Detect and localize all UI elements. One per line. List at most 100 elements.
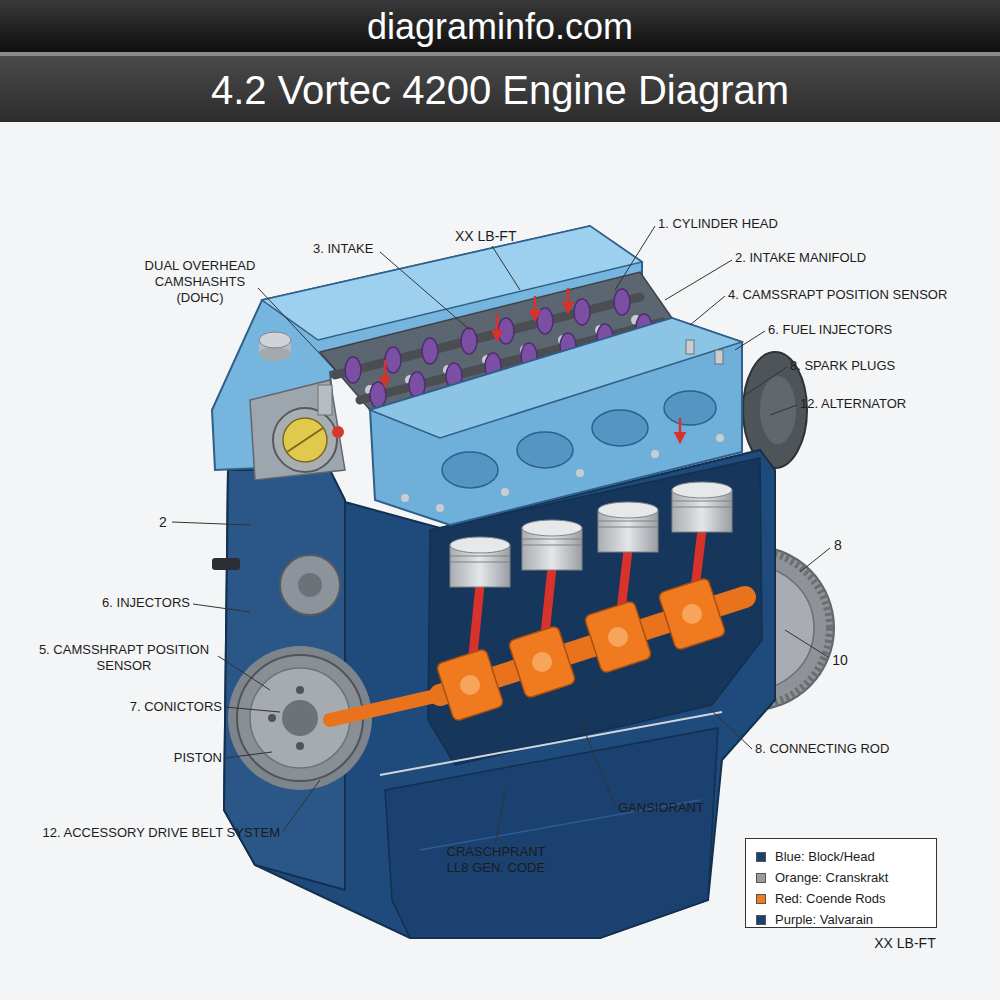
cam-lobe bbox=[537, 308, 553, 334]
legend-text: Blue: Block/Head bbox=[775, 849, 875, 864]
crankshaft bbox=[584, 600, 652, 673]
leader-line bbox=[218, 656, 270, 690]
piston bbox=[672, 482, 732, 498]
front-cylinder-head bbox=[370, 318, 742, 525]
oil-filler-cap bbox=[259, 332, 291, 361]
legend-swatch bbox=[756, 915, 766, 925]
part-label: 6. FUEL INJECTORS bbox=[768, 322, 892, 338]
leader-line bbox=[225, 752, 272, 758]
part-label: CRASCHPRANT LL8 GEN. CODE bbox=[440, 844, 552, 876]
flow-arrow bbox=[567, 288, 570, 308]
cam-lobe bbox=[574, 299, 590, 325]
leader-line bbox=[193, 604, 250, 612]
cam-lobe bbox=[370, 382, 386, 408]
leader-line bbox=[690, 296, 725, 325]
leader-line bbox=[580, 720, 615, 806]
leader-line bbox=[492, 246, 520, 290]
part-label: 8. CONNECTING ROD bbox=[755, 741, 889, 757]
crankshaft bbox=[658, 577, 726, 650]
front-cylinder-head bbox=[592, 410, 648, 446]
legend-text: Red: Coende Rods bbox=[775, 891, 886, 906]
front-cylinder-head bbox=[370, 318, 742, 525]
front-cylinder-head bbox=[436, 504, 444, 512]
throttle-body bbox=[318, 385, 332, 415]
front-cylinder-head bbox=[401, 494, 409, 502]
alternator bbox=[760, 376, 796, 444]
flow-arrow bbox=[384, 360, 387, 382]
piston bbox=[450, 537, 510, 553]
leader-line bbox=[615, 226, 655, 290]
callout-number: 10 bbox=[832, 652, 848, 668]
header-band bbox=[0, 56, 1000, 122]
front-cylinder-head bbox=[517, 432, 573, 468]
front-cylinder-head bbox=[716, 434, 724, 442]
crankshaft bbox=[532, 652, 552, 672]
leader-line bbox=[496, 790, 505, 842]
leader-line bbox=[258, 288, 335, 370]
part-label: 8. SPARK PLUGS bbox=[790, 358, 895, 374]
legend-row: Red: Coende Rods bbox=[756, 888, 936, 909]
torque-note: XX LB-FT bbox=[874, 935, 935, 951]
piston bbox=[672, 501, 732, 507]
part-label: PISTON bbox=[174, 750, 222, 766]
engine-block bbox=[224, 450, 775, 938]
leader-line bbox=[172, 226, 830, 842]
throttle-body bbox=[273, 385, 344, 472]
cam-lobe bbox=[498, 318, 514, 344]
rear-cylinder-head bbox=[250, 380, 345, 480]
front-cylinder-head bbox=[664, 391, 716, 425]
front-cylinder-head bbox=[686, 340, 694, 354]
crankshaft bbox=[508, 625, 576, 698]
part-label: 3. INTAKE bbox=[313, 241, 373, 257]
part-label: 12. ACCESSORY DRIVE BELT SYSTEM bbox=[43, 825, 280, 841]
part-label: DUAL OVERHEAD CAMSHASHTS (DOHC) bbox=[138, 258, 263, 306]
legend-swatch bbox=[756, 852, 766, 862]
header-band bbox=[0, 52, 1000, 56]
legend-text: Orange: Cranskrakt bbox=[775, 870, 888, 885]
legend-row: Purple: Valvarain bbox=[756, 909, 936, 930]
leader-line bbox=[172, 522, 250, 525]
piston bbox=[522, 539, 582, 545]
crank-pulley bbox=[296, 742, 304, 750]
engine-block bbox=[380, 712, 722, 775]
callout-number: 2 bbox=[159, 514, 167, 530]
cam-lobe bbox=[385, 347, 401, 373]
cam-lobe bbox=[461, 328, 477, 354]
header-band bbox=[0, 0, 1000, 122]
throttle-body bbox=[287, 428, 323, 452]
legend-swatch bbox=[756, 894, 766, 904]
piston bbox=[450, 556, 510, 562]
torque-note: XX LB-FT bbox=[455, 228, 516, 244]
leader-line bbox=[785, 630, 828, 657]
leader-line bbox=[225, 707, 280, 712]
leader-line bbox=[735, 331, 765, 350]
flow-arrow bbox=[679, 418, 682, 438]
flow-arrow bbox=[385, 288, 680, 438]
leader-line bbox=[800, 548, 830, 572]
throttle-body bbox=[273, 408, 337, 472]
leader-line bbox=[665, 260, 732, 300]
crankshaft bbox=[330, 695, 440, 720]
piston bbox=[522, 520, 582, 536]
crankshaft bbox=[436, 648, 504, 721]
flow-arrow bbox=[534, 296, 537, 316]
crank-pulley bbox=[268, 714, 276, 722]
front-cover bbox=[280, 555, 340, 615]
crankshaft bbox=[460, 675, 480, 695]
legend-row: Orange: Cranskrakt bbox=[756, 867, 936, 888]
crankshaft bbox=[682, 604, 702, 624]
cam-lobe bbox=[345, 357, 361, 383]
front-cylinder-head bbox=[715, 350, 723, 364]
oil-filler-cap bbox=[259, 347, 291, 361]
legend-row: Blue: Block/Head bbox=[756, 846, 936, 867]
part-label: 12. ALTERNATOR bbox=[800, 396, 906, 412]
leader-line bbox=[690, 690, 752, 749]
engine-block bbox=[385, 728, 718, 938]
part-label: 2. INTAKE MANIFOLD bbox=[735, 250, 866, 266]
front-cylinder-head bbox=[576, 469, 584, 477]
front-cover bbox=[212, 558, 240, 570]
part-label: 7. CONICTORS bbox=[130, 699, 222, 715]
part-label: 6. INJECTORS bbox=[102, 595, 190, 611]
